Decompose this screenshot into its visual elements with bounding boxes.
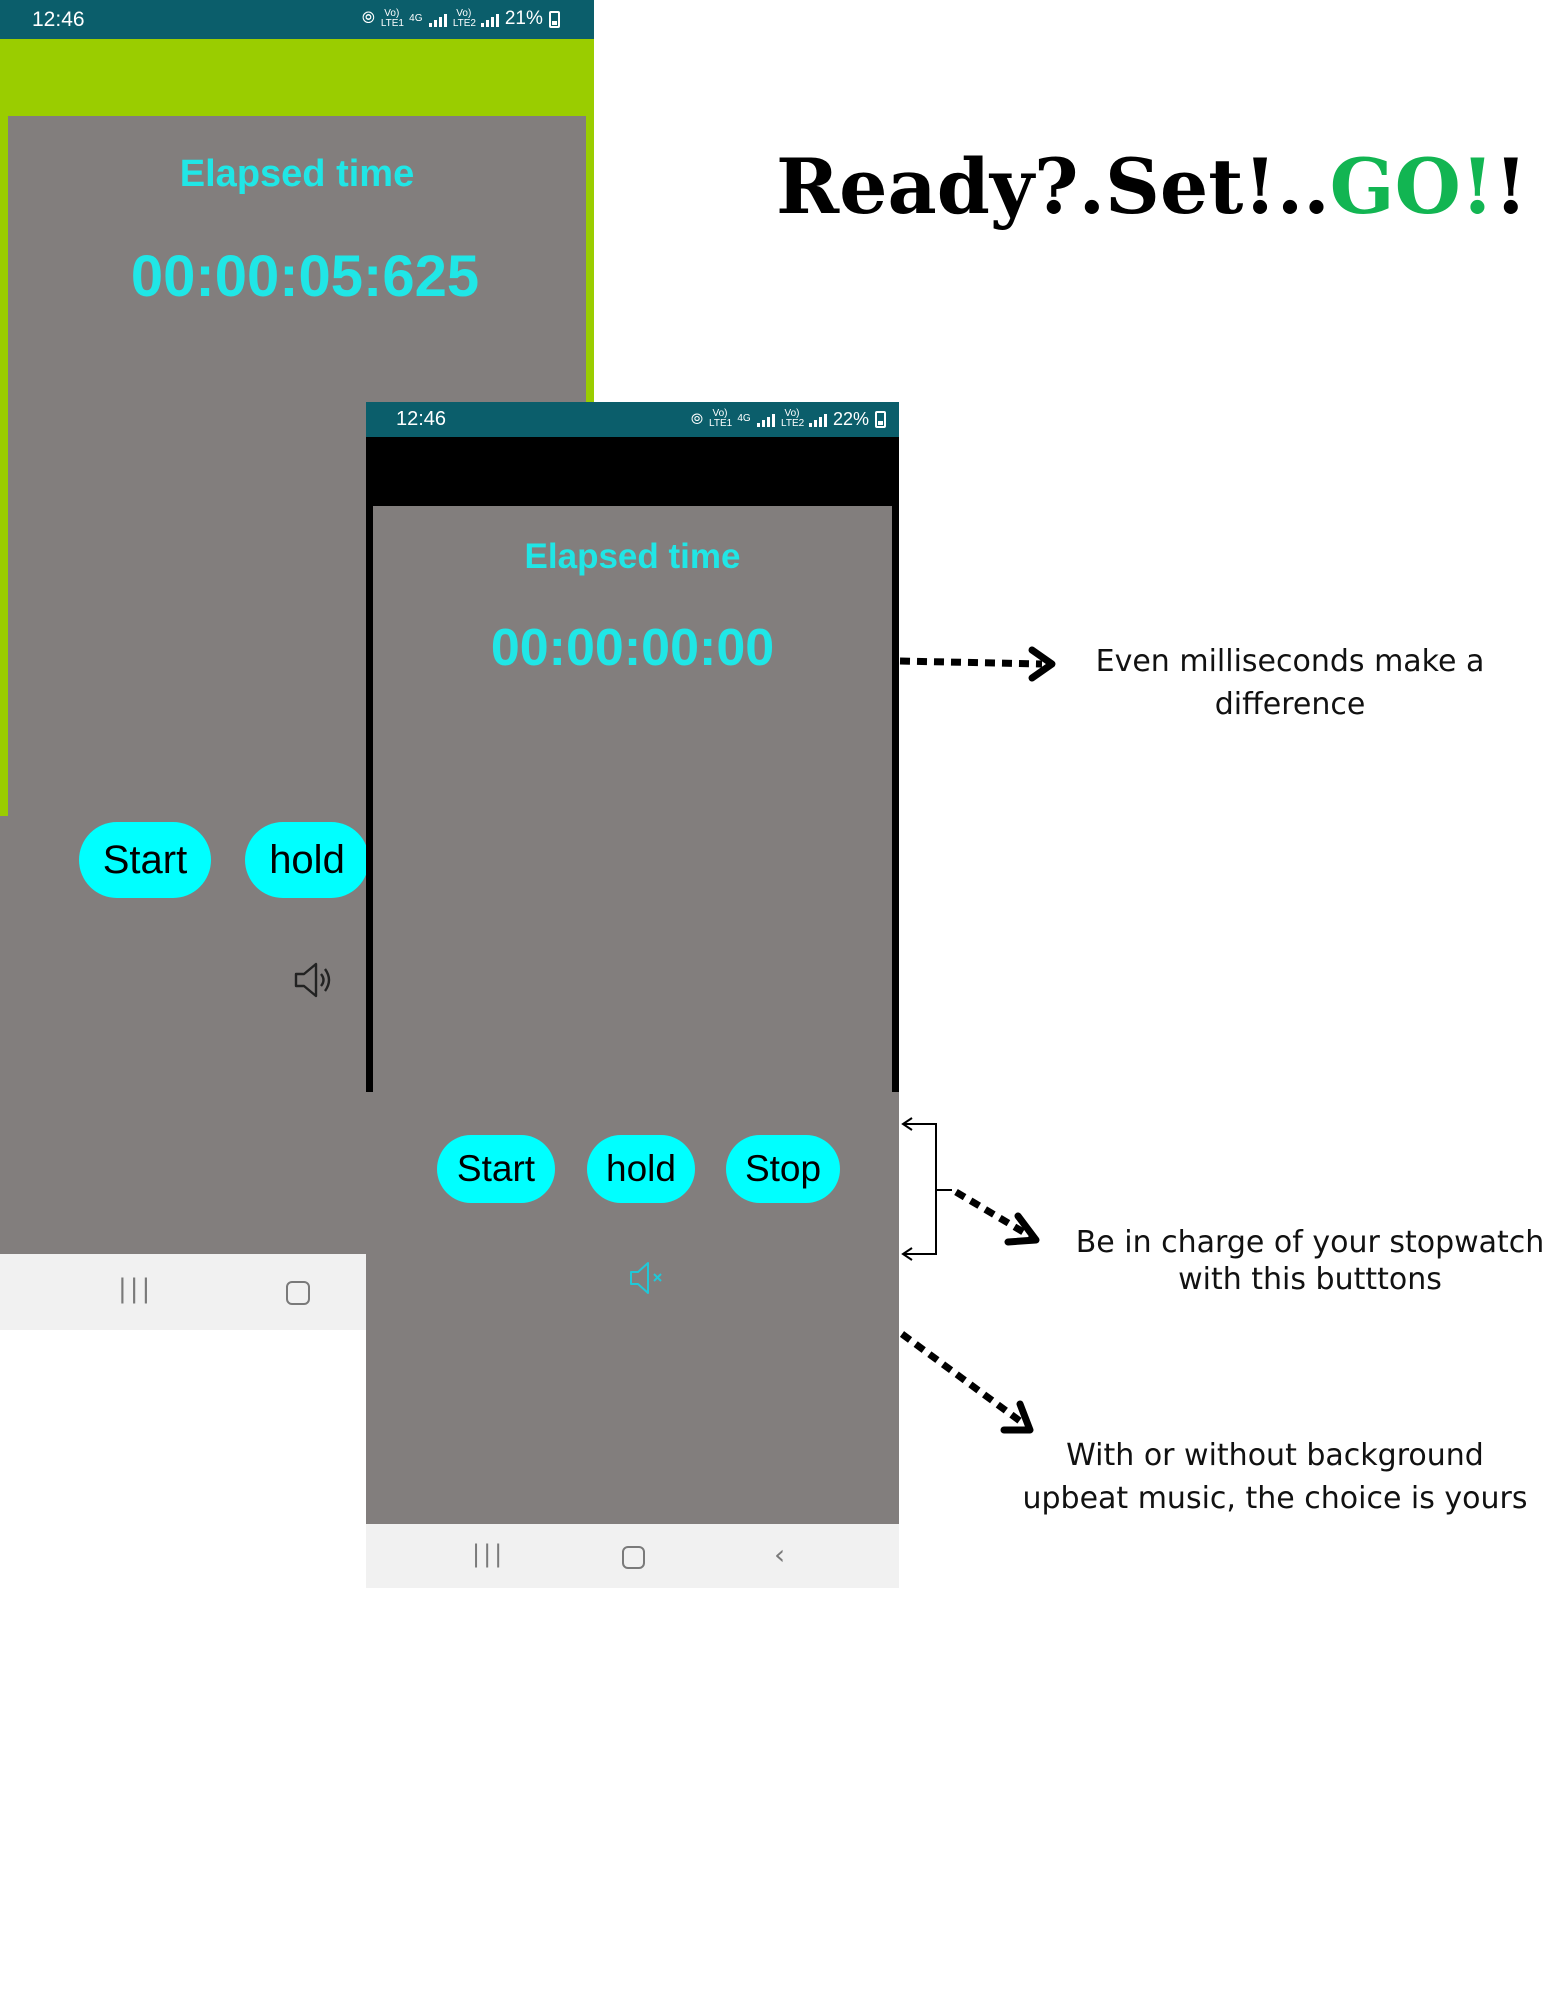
arrowhead-milliseconds [1028, 646, 1056, 682]
annotation-milliseconds-line2: difference [1214, 687, 1366, 722]
hold-button[interactable]: hold [245, 822, 369, 898]
battery-percent: 22% [833, 408, 870, 429]
arrow-buttons [954, 1188, 1032, 1240]
sim1-label: Vo) LTE1 [709, 408, 733, 429]
network-type: 4G [737, 413, 751, 424]
signal-bars-2-icon [809, 411, 828, 427]
speaker-on-icon[interactable] [292, 958, 336, 1002]
arrow-music [899, 1331, 1027, 1427]
recent-apps-icon[interactable]: ||| [472, 1540, 506, 1568]
recent-apps-icon[interactable]: ||| [118, 1274, 154, 1304]
start-button[interactable]: Start [79, 822, 211, 898]
speaker-muted-icon[interactable] [628, 1258, 670, 1298]
status-icons: ⦾ Vo) LTE1 4G Vo) LTE2 21% [362, 8, 560, 30]
battery-icon [548, 10, 560, 28]
buttons-bracket [904, 1123, 937, 1255]
stop-button[interactable]: Stop [726, 1135, 840, 1203]
home-icon[interactable] [286, 1281, 310, 1305]
status-time: 12:46 [32, 8, 85, 31]
status-time: 12:46 [396, 408, 447, 430]
status-bar-1: 12:46 ⦾ Vo) LTE1 4G Vo) LTE2 21% [0, 0, 594, 39]
timer-display: 00:00:00:00 [490, 619, 775, 677]
hotspot-icon: ⦾ [691, 410, 704, 428]
headline: Ready?.Set!..GO!! [776, 142, 1528, 231]
start-button[interactable]: Start [437, 1135, 555, 1203]
headline-part-1: Ready?.Set!.. [776, 142, 1330, 231]
nav-bar-2: ||| ‹ [366, 1524, 899, 1588]
timer-display: 00:00:05:625 [130, 244, 480, 309]
battery-icon [875, 410, 887, 428]
hotspot-icon: ⦾ [362, 10, 375, 27]
annotation-buttons: Be in charge of your stopwatch with this… [1070, 1224, 1550, 1298]
sim2-label: Vo) LTE2 [452, 8, 476, 29]
status-bar-2: 12:46 ⦾ Vo) LTE1 4G Vo) LTE2 22% [366, 402, 899, 437]
annotation-music-line1: With or without background [1066, 1438, 1484, 1473]
battery-percent: 21% [504, 8, 543, 29]
signal-bars-1-icon [757, 411, 776, 427]
elapsed-label: Elapsed time [179, 153, 415, 195]
annotation-buttons-line2: with this butttons [1178, 1262, 1442, 1297]
sim1-label: Vo) LTE1 [380, 8, 404, 29]
elapsed-label: Elapsed time [524, 537, 741, 576]
phone-2-screenshot: 12:46 ⦾ Vo) LTE1 4G Vo) LTE2 22% Elapsed… [366, 402, 899, 1588]
headline-end: ! [1494, 142, 1528, 231]
sim2-label: Vo) LTE2 [781, 408, 805, 429]
annotation-milliseconds-line1: Even milliseconds make a [1095, 644, 1485, 679]
timer-panel [373, 506, 892, 1092]
signal-bars-2-icon [480, 11, 499, 27]
home-icon[interactable] [622, 1546, 645, 1569]
annotation-music: With or without background upbeat music,… [1010, 1434, 1540, 1520]
annotation-buttons-line1: Be in charge of your stopwatch [1075, 1225, 1545, 1260]
status-icons: ⦾ Vo) LTE1 4G Vo) LTE2 22% [691, 408, 887, 430]
annotation-music-line2: upbeat music, the choice is yours [1022, 1481, 1528, 1516]
network-type: 4G [409, 13, 423, 24]
annotation-milliseconds: Even milliseconds make a difference [1060, 640, 1520, 726]
hold-button[interactable]: hold [587, 1135, 695, 1203]
arrowhead-music [1000, 1400, 1034, 1434]
arrowhead-buttons [1004, 1212, 1040, 1246]
headline-go: GO! [1329, 142, 1495, 231]
nav-bar-1: ||| [0, 1254, 370, 1330]
back-icon[interactable]: ‹ [774, 1538, 786, 1571]
arrow-milliseconds [899, 657, 1043, 668]
signal-bars-1-icon [428, 11, 447, 27]
